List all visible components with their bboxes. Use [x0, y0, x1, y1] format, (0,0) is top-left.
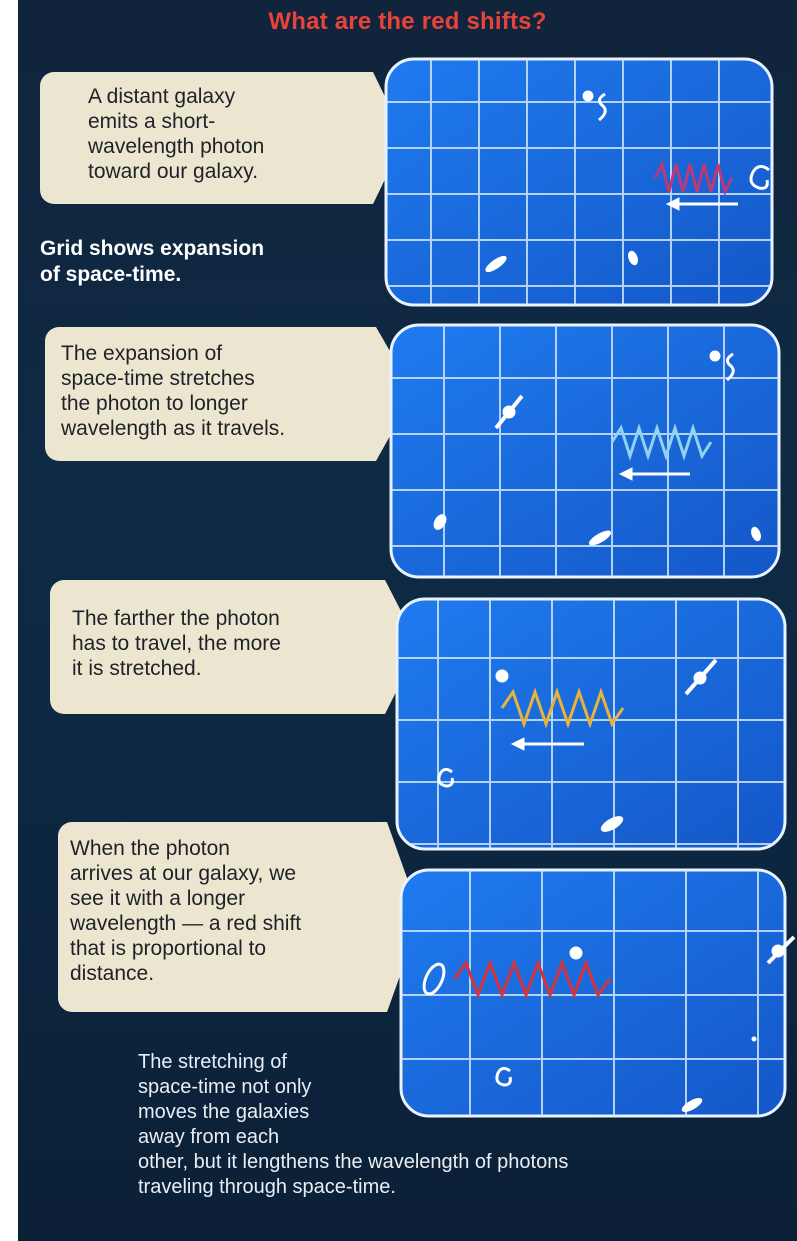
spiral-galaxy-icon: [726, 352, 735, 382]
step-2-text: The expansion of space-time stretches th…: [61, 342, 286, 440]
elliptical-galaxy-icon: [588, 530, 612, 546]
expansion-panel-2: [389, 323, 781, 579]
elliptical-galaxy-icon: [681, 1098, 703, 1112]
panel-1-frame: [384, 57, 774, 307]
grid-legend-note: Grid shows expansion of space-time.: [40, 237, 265, 286]
elliptical-galaxy-icon: [485, 255, 507, 273]
stretched-photon: [610, 423, 713, 461]
elliptical-galaxy-icon: [628, 250, 638, 266]
spiral-galaxy-icon: [437, 767, 454, 788]
elliptical-galaxy-icon: [433, 514, 447, 530]
travel-arrow-icon: [665, 197, 738, 211]
spacetime-grid-2: [391, 325, 779, 577]
our-galaxy-icon: [422, 962, 446, 996]
spiral-galaxy-icon: [495, 1066, 512, 1087]
red-shift-infographic: What are the red shifts? A distant galax…: [18, 0, 797, 1241]
step-3-callout: The farther the photon has to travel, th…: [50, 580, 362, 714]
galaxy-dot: [569, 946, 583, 960]
galaxy-dot: [495, 669, 509, 683]
summary-caption: The stretching of space-time not only mo…: [138, 1051, 569, 1198]
step-1-text: A distant galaxy emits a short- waveleng…: [88, 85, 265, 183]
travel-arrow-icon: [510, 737, 584, 751]
step-4-callout: When the photon arrives at our galaxy, w…: [58, 822, 368, 1012]
elliptical-galaxy-icon: [751, 526, 761, 542]
step-3-text: The farther the photon has to travel, th…: [72, 607, 281, 680]
further-stretched-photon: [500, 687, 625, 729]
galaxy-dot: [582, 90, 594, 102]
galaxy-dot: [709, 350, 721, 362]
short-wavelength-photon: [653, 159, 734, 197]
step-1-callout: A distant galaxy emits a short- waveleng…: [40, 72, 344, 204]
step-2-callout: The expansion of space-time stretches th…: [45, 327, 355, 461]
spiral-galaxy-icon: [598, 92, 607, 122]
emitting-galaxy-icon: [749, 165, 770, 190]
step-2-callout-pointer: [354, 327, 414, 461]
panel-2-frame: [389, 323, 781, 579]
elliptical-galaxy-icon: [600, 816, 624, 832]
expansion-panel-3: [395, 597, 787, 851]
step-4-text: When the photon arrives at our galaxy, w…: [70, 837, 302, 985]
star-dot: [751, 1036, 757, 1042]
step-3-callout-pointer: [361, 580, 419, 714]
travel-arrow-icon: [618, 467, 690, 481]
step-1-callout-pointer: [343, 72, 405, 204]
step-4-callout-pointer: [367, 822, 421, 1012]
spacetime-grid-3: [397, 599, 785, 849]
expansion-panel-1: [384, 57, 774, 307]
page-title: What are the red shifts?: [268, 8, 547, 35]
expansion-panel-4: [399, 868, 796, 1118]
spacetime-grid-4: [401, 870, 785, 1116]
red-shifted-photon: [452, 958, 612, 1000]
